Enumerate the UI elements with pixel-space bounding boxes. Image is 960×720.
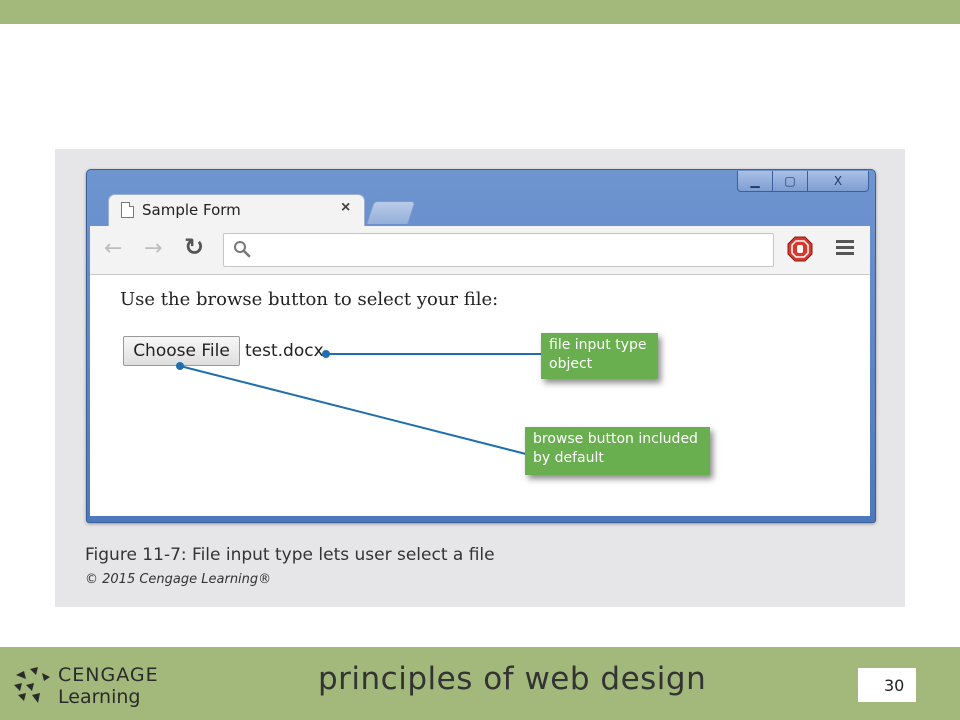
menu-icon[interactable] — [836, 240, 854, 256]
reload-icon[interactable]: ↻ — [184, 233, 205, 261]
selected-file-name: test.docx — [245, 341, 324, 361]
window-controls: ▁ ▢ X — [737, 171, 869, 192]
tab-close-icon[interactable]: × — [341, 199, 351, 216]
browser-toolbar: ← → ↻ — [90, 226, 870, 275]
close-window-button[interactable]: X — [807, 171, 869, 192]
figure-copyright: © 2015 Cengage Learning® — [85, 572, 272, 587]
choose-file-button[interactable]: Choose File — [123, 336, 240, 366]
tab-sample-form[interactable]: Sample Form × — [108, 194, 365, 227]
page-number-box — [858, 668, 916, 702]
logo-learning-text: Learning — [58, 686, 141, 708]
logo-cengage-text: CENGAGE — [58, 664, 159, 686]
instruction-text: Use the browse button to select your fil… — [120, 289, 499, 310]
search-icon — [234, 241, 251, 258]
figure-caption: Figure 11-7: File input type lets user s… — [85, 545, 495, 565]
new-tab-button[interactable] — [366, 201, 416, 224]
forward-arrow-icon[interactable]: → — [144, 236, 163, 261]
address-bar[interactable] — [223, 233, 774, 267]
stop-icon[interactable] — [787, 236, 813, 262]
course-title: principles of web design — [318, 661, 707, 697]
top-band — [0, 0, 960, 24]
page-number: 30 — [884, 676, 905, 695]
tab-title: Sample Form — [142, 201, 241, 219]
back-arrow-icon[interactable]: ← — [104, 236, 123, 261]
cengage-logo-icon — [14, 667, 50, 703]
page-viewport: Use the browse button to select your fil… — [90, 275, 870, 516]
callout-browse-button: browse button included by default — [525, 427, 710, 475]
document-icon — [121, 202, 134, 218]
maximize-button[interactable]: ▢ — [772, 171, 808, 192]
course-title-box — [301, 655, 658, 710]
minimize-button[interactable]: ▁ — [737, 171, 773, 192]
callout-file-input: file input type object — [541, 333, 658, 379]
